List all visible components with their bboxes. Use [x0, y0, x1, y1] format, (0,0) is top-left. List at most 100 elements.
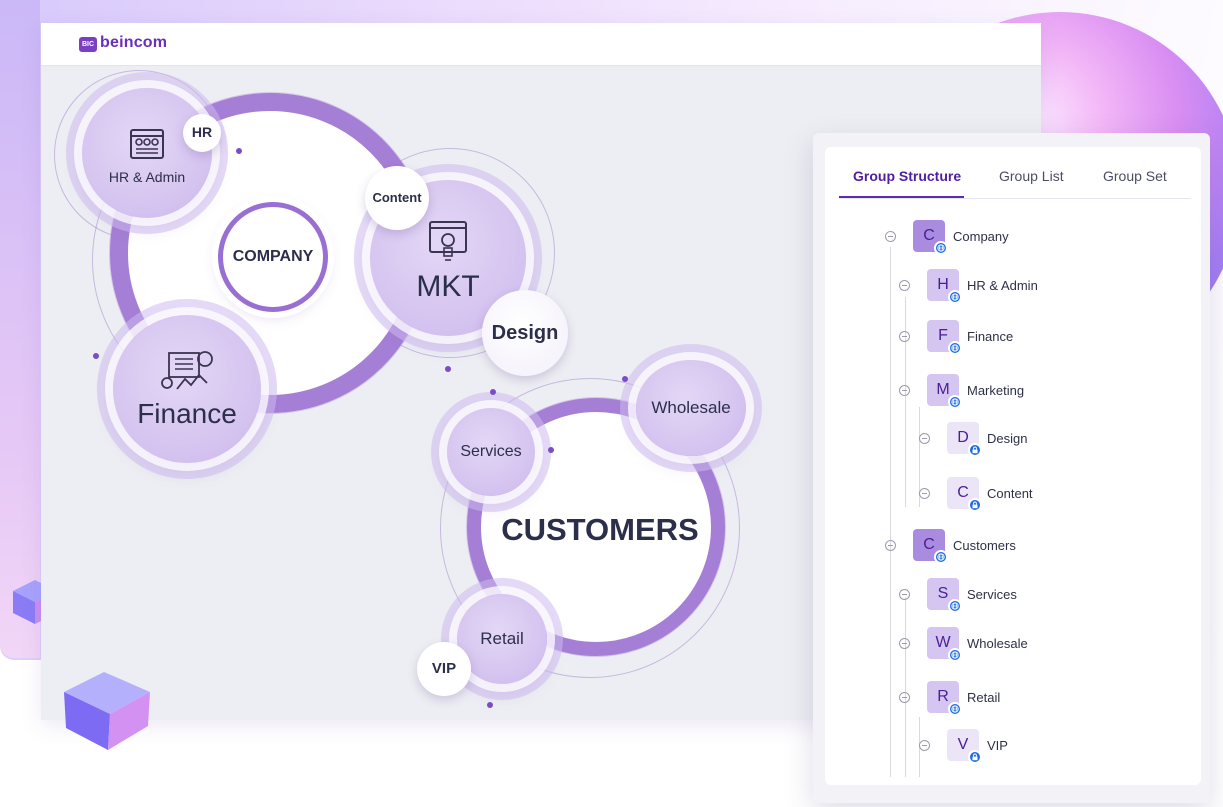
collapse-icon[interactable] — [899, 279, 910, 291]
content-chip-label: Content — [372, 189, 422, 205]
finance-chart-icon — [161, 350, 213, 390]
services-bubble[interactable]: Services — [447, 408, 535, 496]
retail-label: Retail — [480, 628, 524, 648]
globe-icon — [948, 599, 962, 613]
accent-dot — [445, 366, 451, 372]
tree-guide-line — [890, 247, 891, 777]
tree-node-hr-admin[interactable]: H HR & Admin — [899, 269, 1038, 304]
avatar-letter: D — [957, 429, 969, 446]
tree-guide-line — [905, 597, 906, 777]
avatar-letter: V — [957, 736, 969, 753]
node-label: Marketing — [967, 382, 1025, 398]
collapse-icon[interactable] — [919, 487, 930, 499]
collapse-icon[interactable] — [885, 539, 896, 551]
decorative-cube-large — [64, 672, 150, 750]
globe-icon — [948, 702, 962, 716]
tree-node-wholesale[interactable]: W Wholesale — [899, 627, 1028, 662]
avatar-letter: F — [938, 327, 948, 344]
tree-node-vip[interactable]: V VIP — [919, 729, 1008, 764]
hr-chip[interactable]: HR — [183, 114, 221, 152]
collapse-icon[interactable] — [885, 230, 896, 242]
group-avatar: V — [947, 729, 982, 764]
tab-bar: Group Structure Group List Group Set — [839, 159, 1191, 199]
hr-chip-label: HR — [191, 124, 213, 141]
group-avatar: C — [913, 220, 948, 255]
tree-node-design[interactable]: D Design — [919, 422, 1028, 457]
node-label: Design — [987, 430, 1028, 446]
group-avatar: R — [927, 681, 962, 716]
node-label: Wholesale — [967, 635, 1028, 651]
tab-group-structure[interactable]: Group Structure — [853, 168, 962, 184]
tree-node-customers[interactable]: C Customers — [885, 529, 1016, 564]
node-label: Customers — [953, 537, 1016, 553]
node-label: Retail — [967, 689, 1001, 705]
hr-admin-label: HR & Admin — [108, 169, 186, 186]
group-avatar: S — [927, 578, 962, 613]
group-avatar: C — [913, 529, 948, 564]
wholesale-label: Wholesale — [651, 397, 731, 417]
retail-bubble[interactable]: Retail — [457, 594, 547, 684]
collapse-icon[interactable] — [899, 384, 910, 396]
avatar-letter: C — [923, 536, 935, 553]
accent-dot — [236, 148, 242, 154]
collapse-icon[interactable] — [899, 637, 910, 649]
collapse-icon[interactable] — [919, 432, 930, 444]
globe-icon — [948, 648, 962, 662]
dashboard-icon — [130, 129, 164, 160]
lock-icon — [968, 750, 982, 764]
vip-chip[interactable]: VIP — [417, 642, 471, 696]
tree-node-content[interactable]: C Content — [919, 477, 1033, 512]
node-label: Company — [953, 228, 1009, 244]
finance-bubble[interactable]: Finance — [113, 315, 261, 463]
globe-icon — [948, 341, 962, 355]
avatar-letter: W — [935, 634, 951, 651]
globe-icon — [934, 241, 948, 255]
group-structure-panel: Group Structure Group List Group Set C C… — [825, 147, 1201, 785]
node-label: HR & Admin — [967, 277, 1038, 293]
group-avatar: F — [927, 320, 962, 355]
logo-badge: BIC — [79, 37, 97, 52]
tree-guide-line — [905, 297, 906, 507]
customers-bubble[interactable]: CUSTOMERS — [490, 470, 710, 590]
company-label: COMPANY — [232, 248, 314, 266]
content-chip[interactable]: Content — [365, 166, 429, 230]
design-chip-label: Design — [491, 322, 559, 344]
tree-node-finance[interactable]: F Finance — [899, 320, 1013, 355]
collapse-icon[interactable] — [899, 691, 910, 703]
globe-icon — [948, 290, 962, 304]
accent-dot — [490, 389, 496, 395]
company-bubble[interactable]: COMPANY — [218, 202, 328, 312]
mkt-label: MKT — [416, 269, 480, 303]
top-bar: BIC beincom — [41, 23, 1041, 66]
collapse-icon[interactable] — [899, 330, 910, 342]
tab-group-list[interactable]: Group List — [999, 168, 1064, 184]
tree-node-marketing[interactable]: M Marketing — [899, 374, 1025, 409]
customers-label: CUSTOMERS — [501, 511, 699, 547]
tree-node-company[interactable]: C Company — [885, 220, 1009, 255]
active-tab-indicator — [839, 196, 964, 198]
hr-admin-bubble[interactable]: HR & Admin — [82, 88, 212, 218]
orbit-ring — [440, 378, 740, 678]
globe-icon — [948, 395, 962, 409]
collapse-icon[interactable] — [919, 739, 930, 751]
avatar-letter: C — [923, 227, 935, 244]
tab-group-set[interactable]: Group Set — [1103, 168, 1167, 184]
globe-icon — [934, 550, 948, 564]
group-avatar: C — [947, 477, 982, 512]
collapse-icon[interactable] — [899, 588, 910, 600]
accent-dot — [548, 447, 554, 453]
avatar-letter: H — [937, 276, 949, 293]
design-chip[interactable]: Design — [482, 290, 568, 376]
avatar-letter: S — [937, 585, 949, 602]
avatar-letter: R — [937, 688, 949, 705]
wholesale-bubble[interactable]: Wholesale — [636, 360, 746, 456]
group-avatar: W — [927, 627, 962, 662]
finance-label: Finance — [137, 397, 237, 429]
lock-icon — [968, 443, 982, 457]
accent-dot — [487, 702, 493, 708]
node-label: Content — [987, 485, 1033, 501]
tree-node-services[interactable]: S Services — [899, 578, 1017, 613]
tree-node-retail[interactable]: R Retail — [899, 681, 1001, 716]
background-left-strip — [0, 0, 40, 658]
